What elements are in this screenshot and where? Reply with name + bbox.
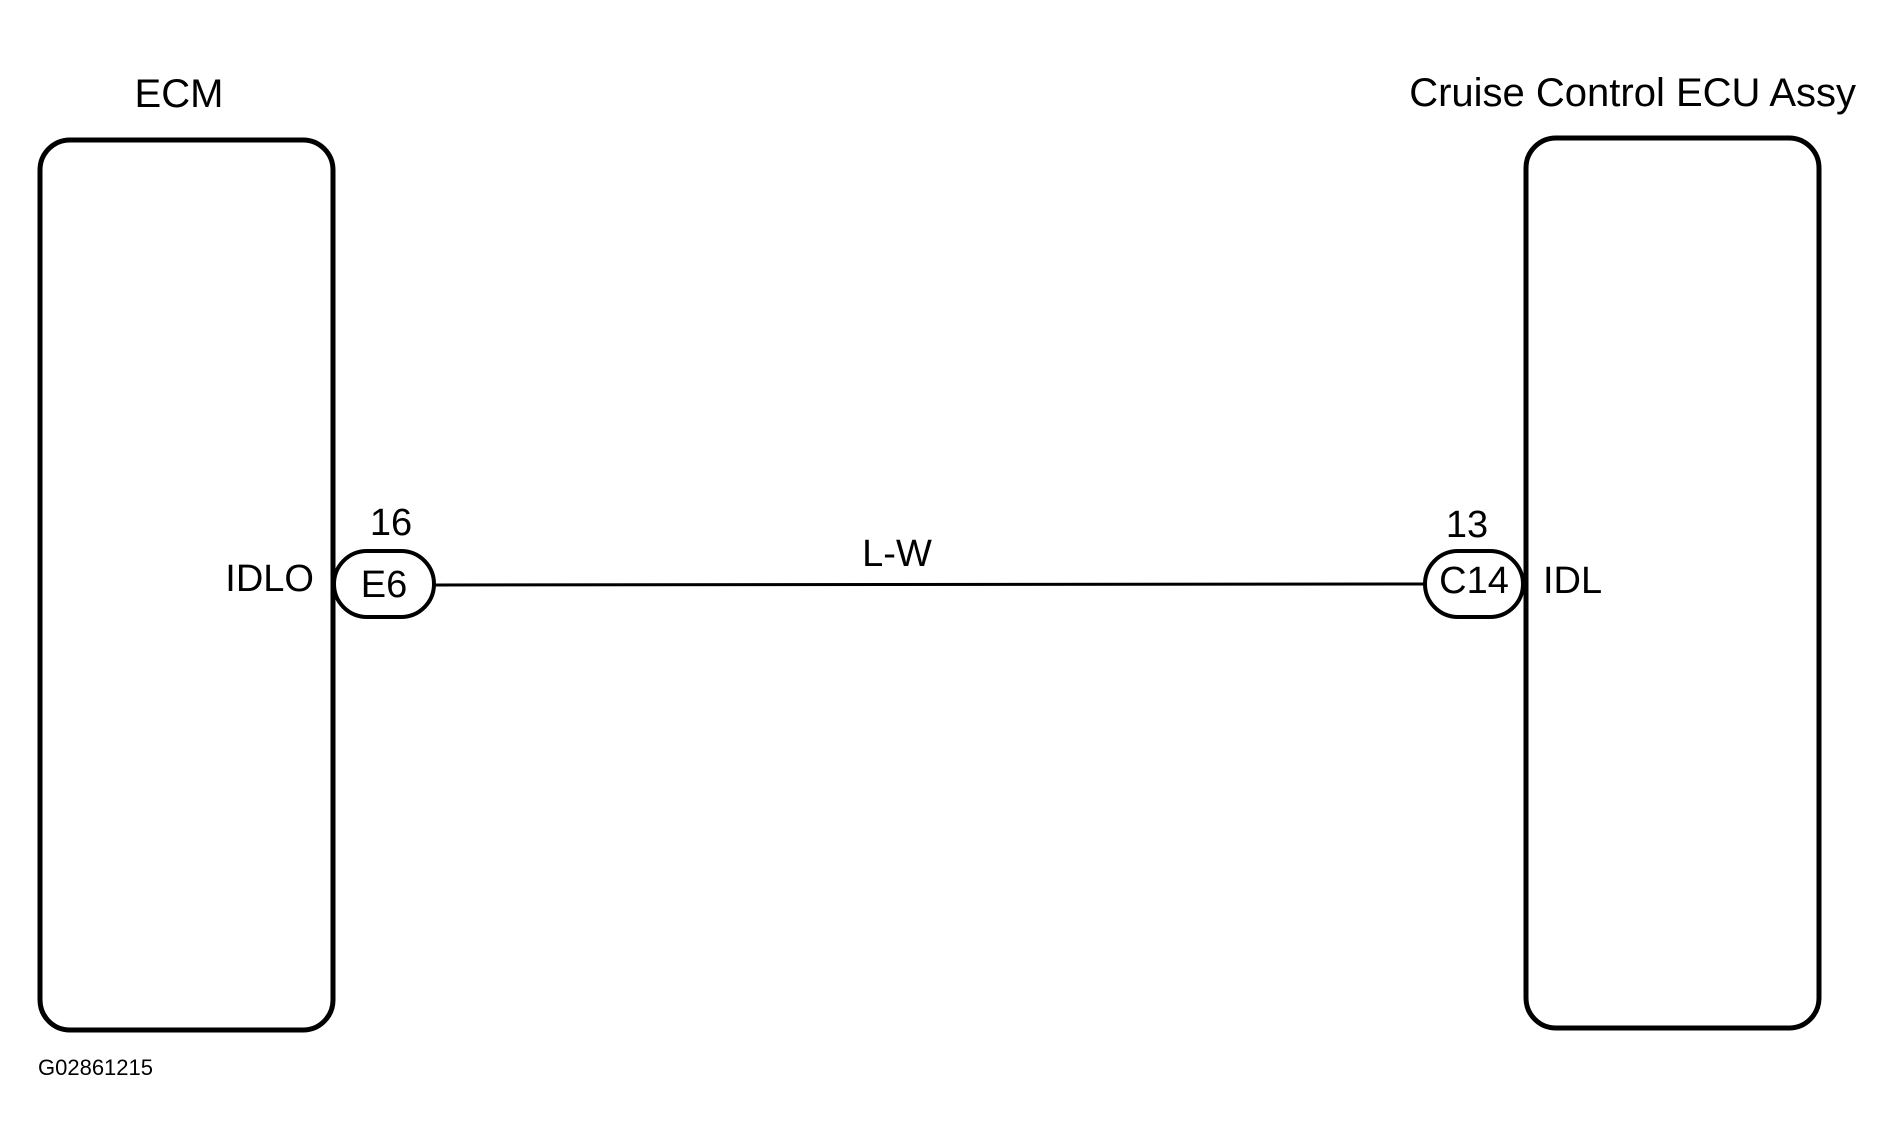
cruise-connector-code: C14 (1439, 560, 1509, 602)
ecm-connector-code: E6 (361, 564, 407, 606)
cruise-pin-label: IDL (1543, 560, 1602, 602)
cruise-title: Cruise Control ECU Assy (1409, 71, 1856, 115)
wire-color-code: L-W (862, 533, 932, 575)
cruise-connector: 13 C14 (1423, 504, 1525, 619)
cruise-control-ecu-component: Cruise Control ECU Assy IDL (1409, 71, 1856, 1031)
cruise-pin-number: 13 (1446, 504, 1488, 546)
wire: L-W (433, 533, 1426, 587)
cruise-box (1523, 135, 1822, 1031)
ecm-component: ECM IDLO (37, 72, 336, 1033)
cruise-connector-shape (1423, 549, 1525, 619)
ecm-connector: 16 E6 (332, 502, 436, 619)
ecm-pin-label: IDLO (225, 558, 314, 600)
ecm-title: ECM (135, 72, 224, 116)
ecm-pin-number: 16 (370, 502, 412, 544)
figure-id: G02861215 (38, 1055, 153, 1080)
wire-line (433, 582, 1426, 587)
